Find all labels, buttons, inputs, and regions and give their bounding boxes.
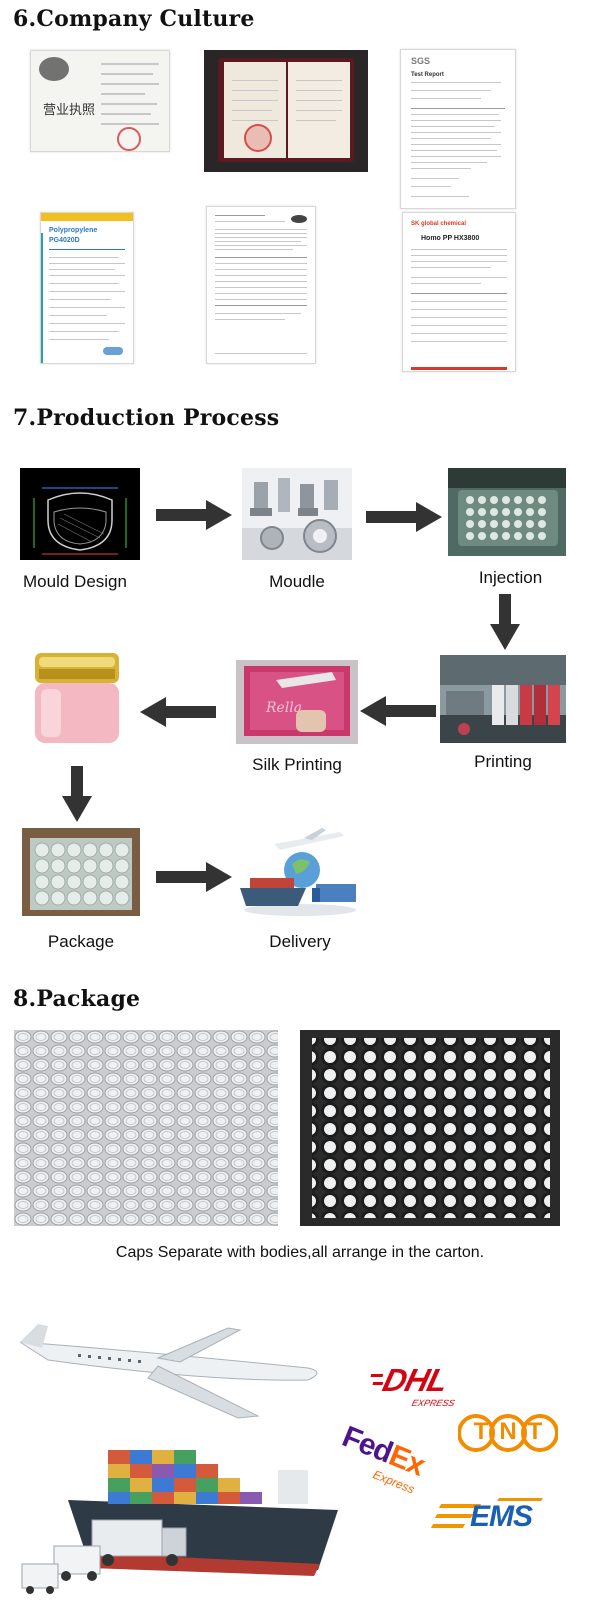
- arrow-right-icon: [366, 502, 442, 532]
- delivery-image: [236, 826, 364, 922]
- arrow-right-icon: [156, 500, 232, 530]
- dhl-logo: DHL EXPRESS: [370, 1362, 488, 1412]
- step-label-mould-design: Mould Design: [23, 572, 127, 591]
- step-label-injection: Injection: [478, 568, 543, 587]
- package-step-image: [22, 828, 140, 916]
- section-title-package: 8.Package: [13, 986, 141, 1012]
- sgs-report-title: Test Report: [411, 72, 444, 78]
- arrow-right-icon: [156, 862, 232, 892]
- arrow-left-icon: [360, 696, 436, 726]
- registration-booklet-image: [204, 50, 368, 172]
- sk-product: Homo PP HX3800: [421, 235, 480, 242]
- datasheet-code: PG4020D: [49, 237, 80, 244]
- tnt-logo: TNT: [458, 1406, 558, 1460]
- dhl-logo-sub: EXPRESS: [410, 1398, 456, 1408]
- business-license-image: 营业执照: [30, 50, 170, 152]
- sgs-logo: SGS: [411, 56, 431, 66]
- finished-jar-image: [25, 645, 129, 749]
- svg-text:Rella: Rella: [265, 700, 302, 716]
- logistics-collage-image: [8, 1320, 344, 1616]
- moudle-image: [242, 468, 352, 560]
- package-caption: Caps Separate with bodies,all arrange in…: [115, 1244, 485, 1261]
- polypropylene-datasheet-image: Polypropylene PG4020D: [40, 212, 134, 364]
- step-label-silk-printing: Silk Printing: [252, 755, 342, 774]
- tnt-logo-text: TNT: [473, 1418, 554, 1445]
- section-title-company-culture: 6.Company Culture: [13, 6, 255, 32]
- license-title: 营业执照: [43, 103, 96, 118]
- printing-image: [440, 655, 566, 743]
- sk-datasheet-image: SK global chemical Homo PP HX3800: [402, 212, 516, 372]
- arrow-down-icon: [490, 594, 520, 650]
- step-label-printing: Printing: [474, 752, 532, 771]
- sgs-test-report-image: SGS Test Report: [400, 49, 516, 209]
- technical-document-image: [206, 206, 316, 364]
- mould-design-image: [20, 468, 140, 560]
- ems-logo-text: EMS: [470, 1500, 533, 1533]
- clear-caps-carton-image: [14, 1030, 278, 1226]
- arrow-left-icon: [140, 697, 216, 727]
- sk-logo: SK global chemical: [411, 221, 467, 227]
- dhl-logo-text: DHL: [379, 1362, 451, 1398]
- ems-logo: EMS: [430, 1496, 550, 1546]
- silk-printing-image: Rella: [236, 660, 358, 744]
- step-label-moudle: Moudle: [269, 572, 325, 591]
- step-label-delivery: Delivery: [269, 932, 331, 951]
- datasheet-title: Polypropylene: [49, 227, 98, 234]
- section-title-production-process: 7.Production Process: [13, 405, 280, 431]
- step-label-package: Package: [47, 932, 115, 951]
- injection-image: [448, 468, 566, 556]
- arrow-down-icon: [62, 766, 92, 822]
- black-caps-carton-image: [300, 1030, 560, 1226]
